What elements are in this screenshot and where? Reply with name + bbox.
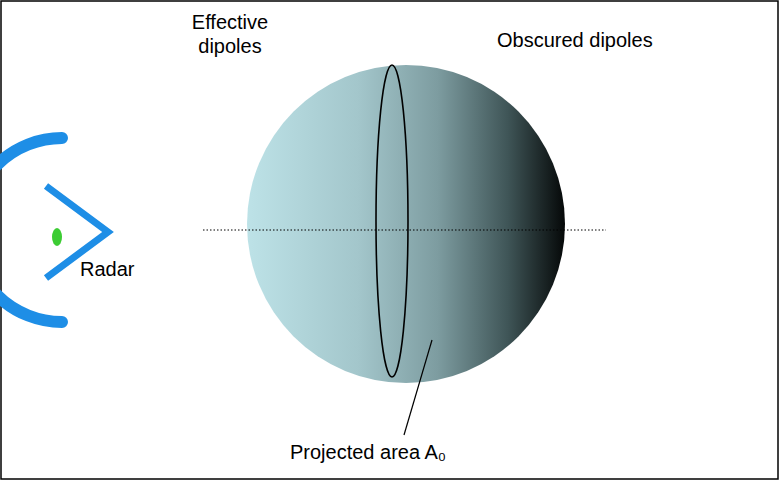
sphere [247, 65, 565, 383]
callout-label: Projected area A₀ [290, 440, 530, 464]
projected-area-ellipse [376, 65, 408, 377]
leader-line [404, 340, 432, 435]
axis-line [203, 230, 606, 231]
radar-dish [0, 138, 62, 322]
device-label: Radar [80, 257, 170, 281]
region-label: Obscured dipoles [497, 28, 697, 52]
region-label: Effective dipoles [170, 10, 290, 58]
radar-emitter [52, 228, 62, 246]
